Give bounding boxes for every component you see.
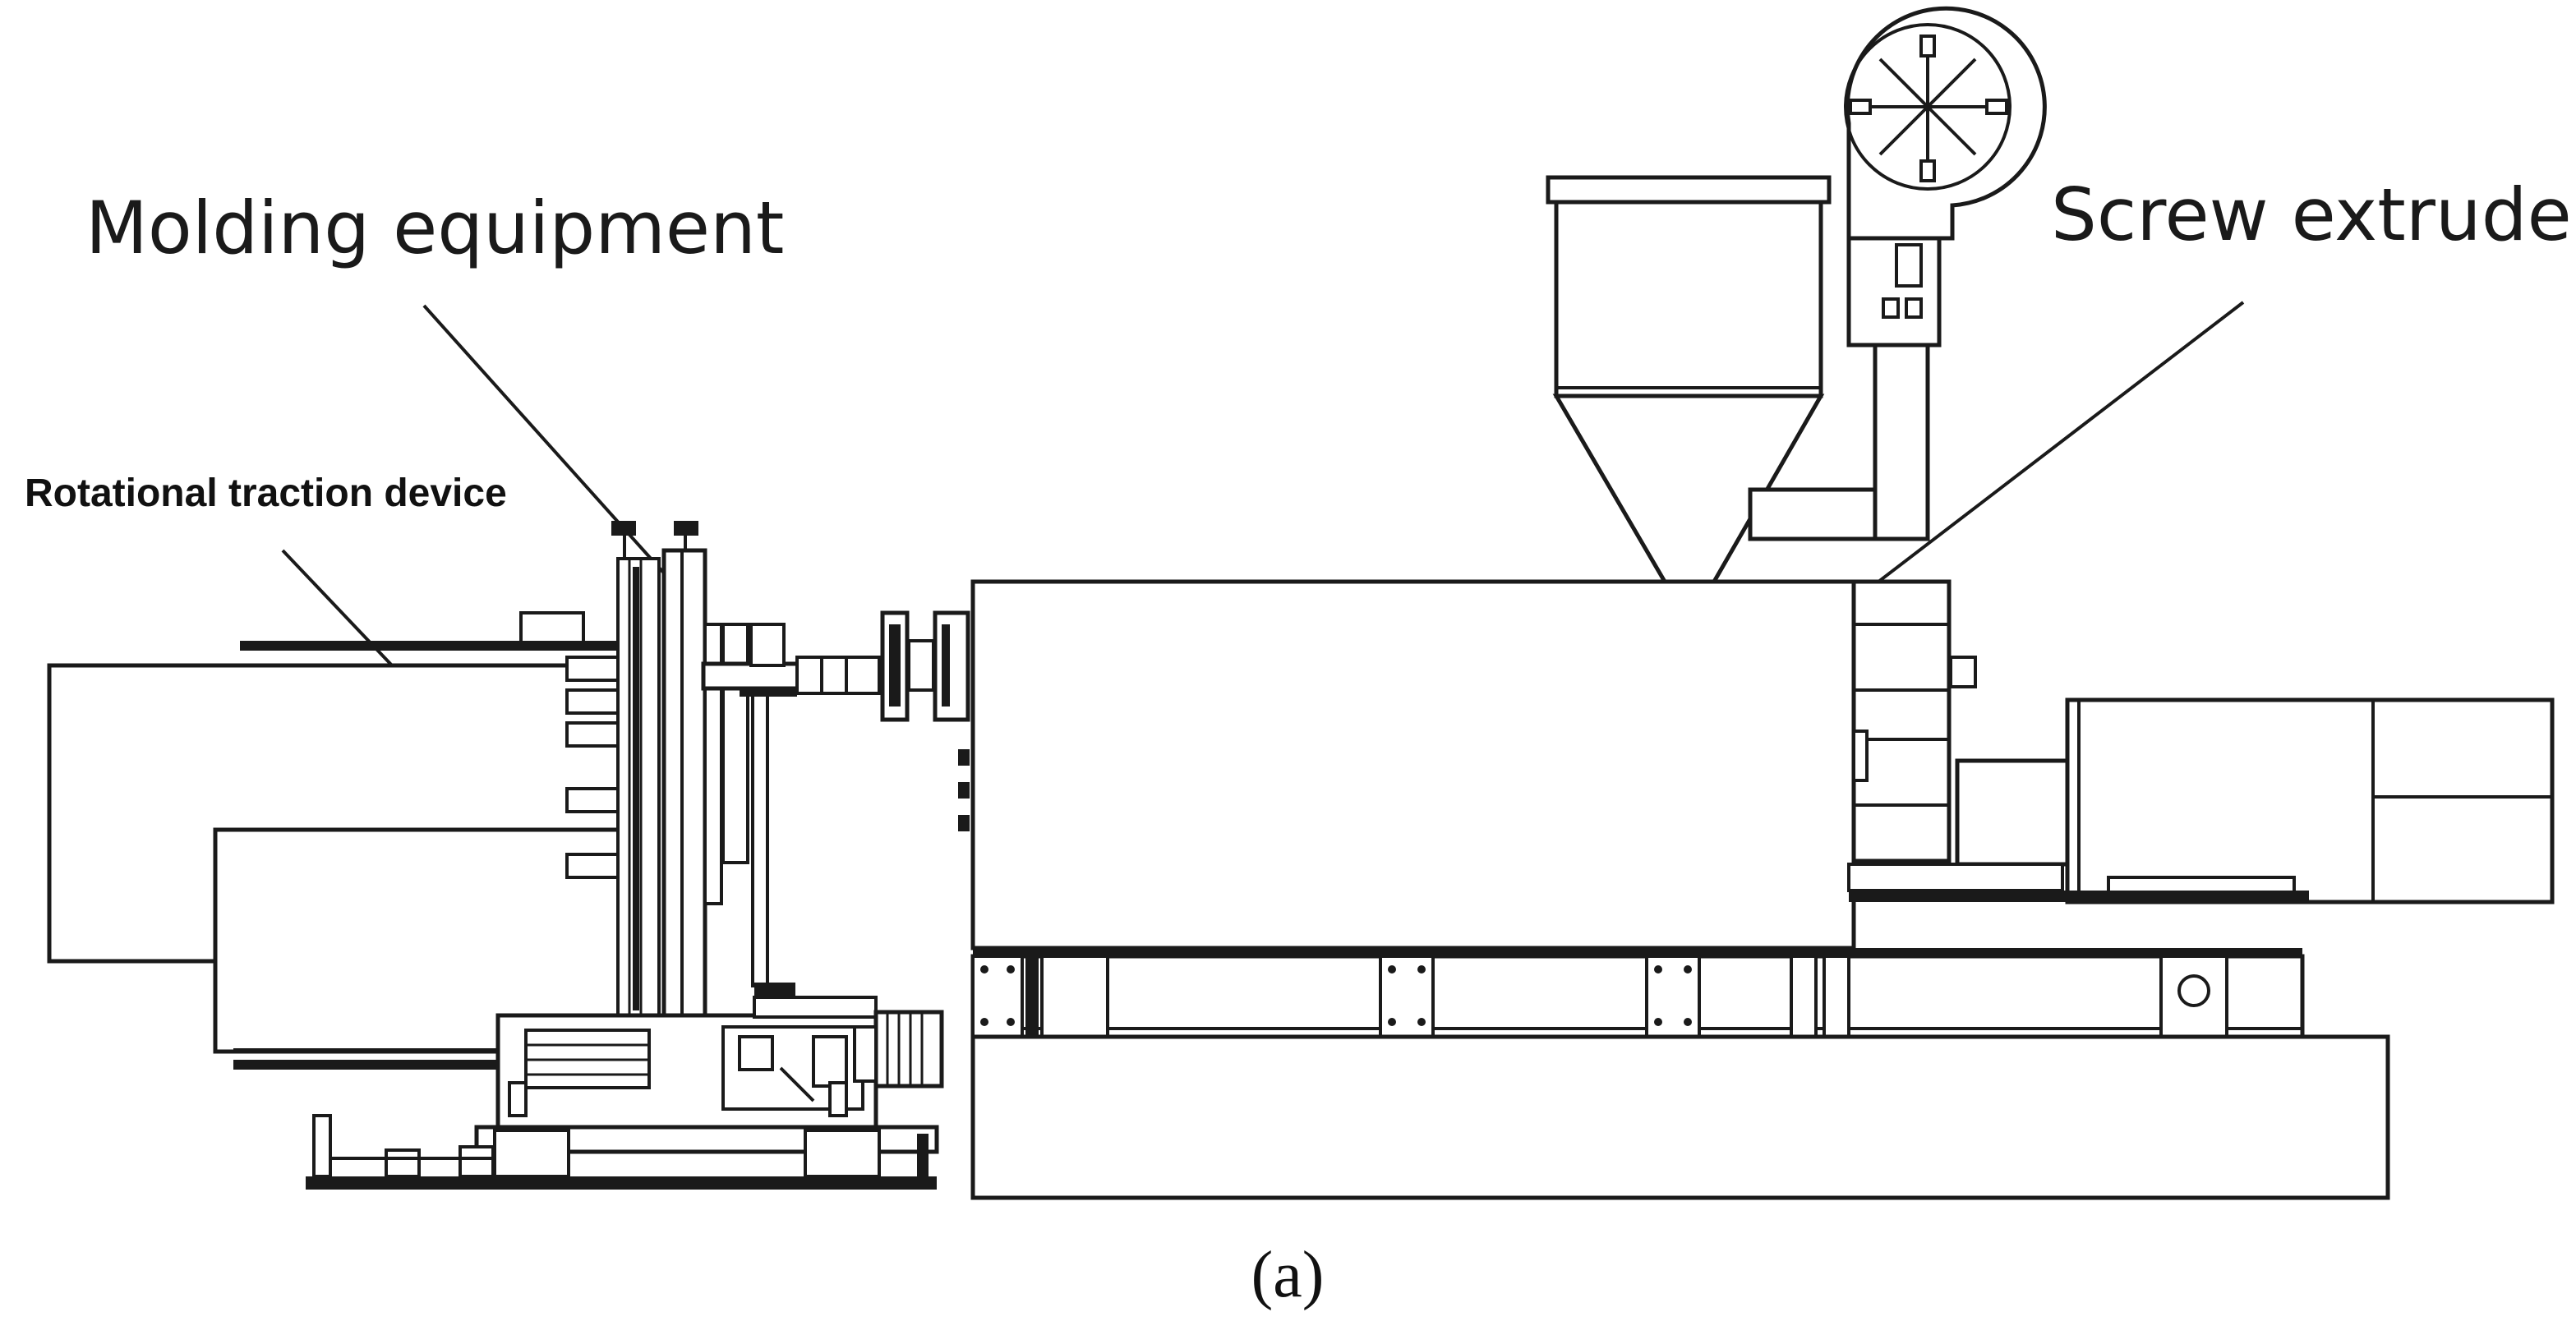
label-molding-equipment: Molding equipment — [85, 186, 784, 270]
fan-blades — [1849, 35, 2008, 182]
rotational-traction-device — [47, 611, 661, 1070]
screw-extruder — [958, 6, 2555, 1200]
figure-caption: (a) — [1251, 1239, 1325, 1311]
molding-equipment — [306, 521, 970, 1190]
label-rotational-traction-device: Rotational traction device — [25, 472, 507, 515]
plate-bolts — [980, 965, 1692, 1026]
label-screw-extruder: Screw extruder — [2051, 173, 2576, 257]
